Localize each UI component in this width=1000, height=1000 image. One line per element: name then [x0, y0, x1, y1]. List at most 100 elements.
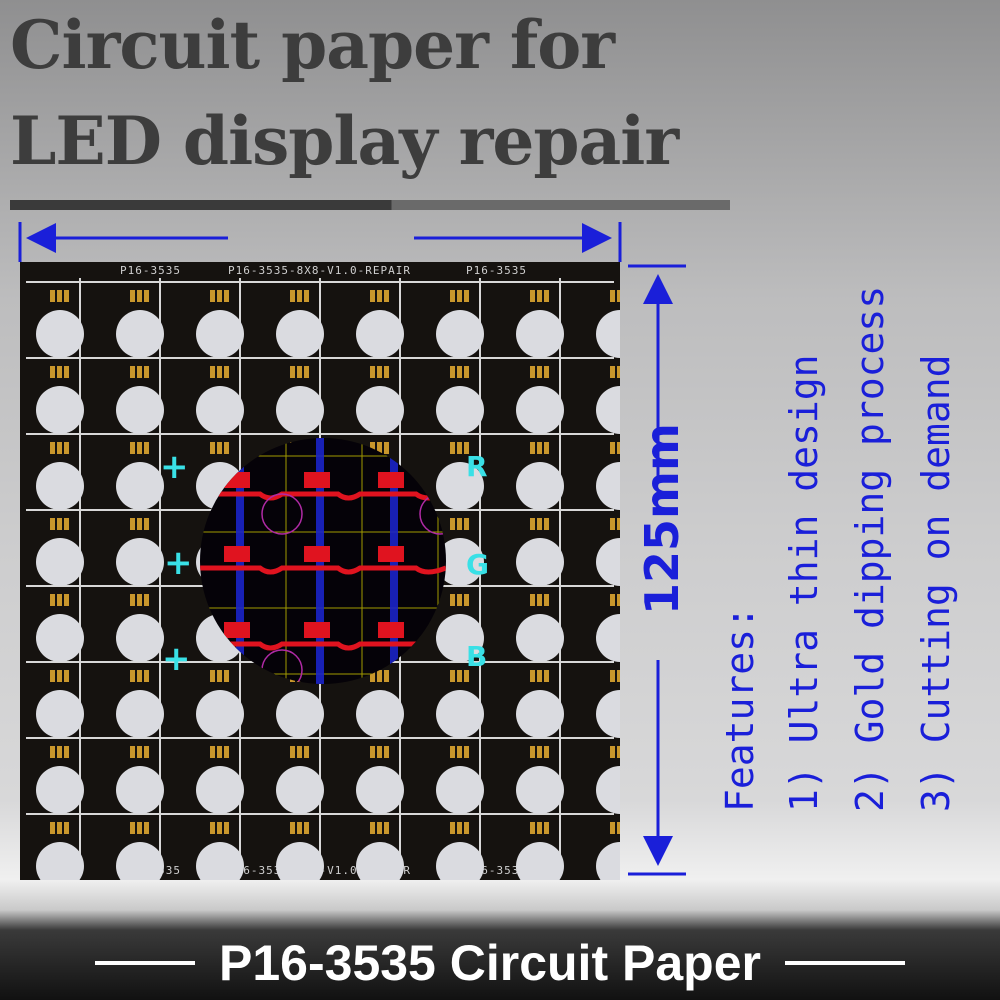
led-pad: [530, 518, 550, 530]
board-hole: [516, 538, 564, 586]
led-pad: [530, 290, 550, 302]
footer-dash-right: [784, 960, 905, 965]
board-hole: [196, 766, 244, 814]
led-pad: [130, 518, 150, 530]
height-dimension-label: 125mm: [635, 423, 689, 615]
led-pad: [50, 822, 70, 834]
board-hole: [276, 310, 324, 358]
led-pad: [130, 670, 150, 682]
board-hole: [36, 614, 84, 662]
board-hole: [356, 766, 404, 814]
board-hole: [36, 842, 84, 880]
board-hole: [196, 386, 244, 434]
polarity-plus-green: +: [164, 543, 193, 583]
led-pad: [50, 366, 70, 378]
led-pad: [530, 366, 550, 378]
magnified-trace-view: [200, 438, 446, 684]
led-pad: [130, 366, 150, 378]
feature-item-1: 1) Ultra thin design: [782, 354, 826, 812]
board-hole: [436, 690, 484, 738]
board-hole: [516, 386, 564, 434]
board-hole: [436, 386, 484, 434]
led-pad: [610, 746, 620, 758]
led-pad: [210, 670, 230, 682]
board-hole: [276, 766, 324, 814]
board-top-label-right: P16-3535: [466, 264, 527, 277]
board-hole: [196, 690, 244, 738]
board-hole: [436, 614, 484, 662]
led-pad: [370, 366, 390, 378]
led-pad: [530, 594, 550, 606]
footer-dash-left: [95, 960, 196, 965]
board-hole: [436, 766, 484, 814]
mark-b: B: [466, 640, 488, 673]
board-hole: [516, 462, 564, 510]
led-pad: [610, 594, 620, 606]
led-pad: [530, 670, 550, 682]
led-pad: [450, 670, 470, 682]
feature-item-3: 3) Cutting on demand: [914, 354, 958, 812]
led-pad: [130, 442, 150, 454]
board-hole: [36, 386, 84, 434]
led-pad: [450, 822, 470, 834]
led-pad: [290, 290, 310, 302]
board-hole: [356, 310, 404, 358]
board-hole: [516, 842, 564, 880]
feature-item-2: 2) Gold dipping process: [848, 285, 892, 812]
board-hole: [116, 690, 164, 738]
board-hole: [436, 310, 484, 358]
led-pad: [610, 366, 620, 378]
led-pad: [50, 518, 70, 530]
led-pad: [130, 822, 150, 834]
led-pad: [210, 442, 230, 454]
board-hole: [116, 310, 164, 358]
led-pad: [610, 290, 620, 302]
headline-line-1: Circuit paper for: [10, 6, 615, 84]
led-pad: [290, 746, 310, 758]
led-pad: [210, 290, 230, 302]
board-hole: [116, 462, 164, 510]
headline-underline: [10, 200, 730, 210]
mark-g: G: [466, 548, 489, 581]
board-hole: [36, 538, 84, 586]
board-top-label-center: P16-3535-8X8-V1.0-REPAIR: [228, 264, 411, 277]
board-hole: [116, 842, 164, 880]
board-hole: [516, 614, 564, 662]
board-hole: [516, 690, 564, 738]
board-hole: [356, 690, 404, 738]
led-pad: [50, 594, 70, 606]
led-pad: [50, 670, 70, 682]
led-pad: [370, 822, 390, 834]
board-hole: [276, 842, 324, 880]
led-pad: [50, 746, 70, 758]
led-pad: [450, 290, 470, 302]
led-pad: [50, 290, 70, 302]
board-hole: [516, 766, 564, 814]
led-pad: [450, 594, 470, 606]
board-hole: [116, 538, 164, 586]
led-pad: [450, 746, 470, 758]
led-pad: [610, 822, 620, 834]
led-pad: [130, 746, 150, 758]
footer-banner: P16-3535 Circuit Paper: [0, 925, 1000, 1000]
board-hole: [36, 462, 84, 510]
led-pad: [610, 442, 620, 454]
board-hole: [196, 310, 244, 358]
led-pad: [610, 670, 620, 682]
board-hole: [516, 310, 564, 358]
board-hole: [116, 386, 164, 434]
footer-title: P16-3535 Circuit Paper: [219, 934, 761, 991]
led-pad: [50, 442, 70, 454]
led-pad: [210, 746, 230, 758]
board-hole: [36, 766, 84, 814]
polarity-plus-blue: +: [162, 639, 191, 679]
led-pad: [450, 442, 470, 454]
led-pad: [210, 822, 230, 834]
led-pad: [130, 594, 150, 606]
board-hole: [436, 462, 484, 510]
board-hole: [436, 842, 484, 880]
led-pad: [530, 442, 550, 454]
board-hole: [116, 766, 164, 814]
board-top-label-left: P16-3535: [120, 264, 181, 277]
board-hole: [356, 386, 404, 434]
